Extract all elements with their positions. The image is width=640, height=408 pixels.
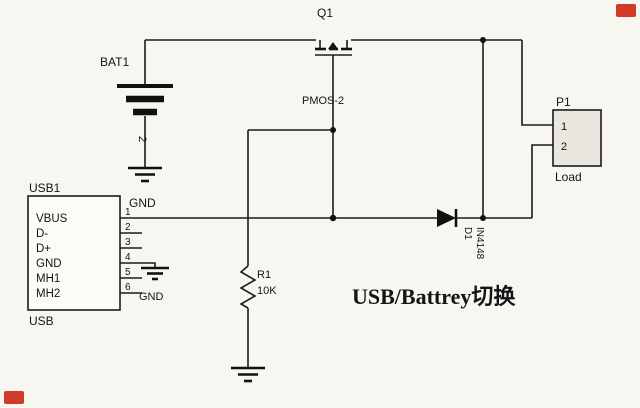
load-connector-body <box>552 109 602 167</box>
watermark-badge <box>4 391 24 404</box>
junction-dot <box>480 215 486 221</box>
mosfet-arrow <box>328 42 338 49</box>
usb-pin-number: 6 <box>125 282 131 293</box>
battery-symbol: BAT1 2 GND <box>100 55 173 210</box>
diode-ref-label: D1 <box>462 227 473 240</box>
usb-pin-number: 4 <box>125 252 131 263</box>
mosfet-symbol: Q1 PMOS-2 <box>302 6 352 107</box>
battery-gnd-label: GND <box>129 196 156 210</box>
usb-pin-name: MH1 <box>36 273 60 285</box>
usb-footer-label: USB <box>29 314 54 328</box>
usb-pin-number: 1 <box>125 207 131 218</box>
watermark-badge <box>616 4 636 17</box>
usb-pin-name: D+ <box>36 243 51 255</box>
load-pin1-label: 1 <box>561 121 567 133</box>
gate-net-label: PMOS-2 <box>302 95 344 107</box>
load-connector: P1 1 2 Load <box>552 95 602 184</box>
watermark-top-right <box>616 4 636 17</box>
ground-symbol-usb <box>141 266 169 281</box>
usb-pin-name: GND <box>36 258 62 270</box>
usb-connector: USB1 USB VBUS D- D+ GND MH1 MH2 1 2 3 4 … <box>27 181 169 328</box>
ground-symbol-resistor <box>231 366 265 383</box>
diode-symbol: D1 IN4148 <box>437 209 485 260</box>
resistor-value-label: 10K <box>257 285 277 297</box>
resistor-ref-label: R1 <box>257 269 271 281</box>
usb-pin-name: VBUS <box>36 213 68 225</box>
schematic-title: USB/Battrey切换 <box>352 284 516 309</box>
junction-dot <box>330 127 336 133</box>
resistor-symbol: R1 10K <box>231 265 277 383</box>
junction-dots <box>329 37 486 222</box>
resistor-zigzag <box>239 265 257 309</box>
usb-pin-name: MH2 <box>36 288 60 300</box>
battery-ref-label: BAT1 <box>100 55 129 69</box>
wire-to-load-pin2 <box>531 144 553 218</box>
usb-gnd-label: GND <box>139 291 164 303</box>
usb-pin-number: 2 <box>125 222 131 233</box>
load-ref-label: P1 <box>556 95 571 109</box>
junction-dot <box>329 214 337 222</box>
junction-dot <box>480 37 486 43</box>
battery-pin2-label: 2 <box>136 136 148 142</box>
ground-symbol-battery <box>128 166 162 183</box>
diode-triangle <box>437 209 456 227</box>
wire-stub-usbgnd <box>120 262 156 267</box>
usb-pin-number: 3 <box>125 237 131 248</box>
usb-connector-body <box>27 195 121 311</box>
usb-pin-number: 5 <box>125 267 131 278</box>
wire-to-load-pin1 <box>521 40 553 126</box>
usb-ref-label: USB1 <box>29 181 61 195</box>
watermark-bottom-left <box>4 391 24 404</box>
diode-part-label: IN4148 <box>474 227 485 260</box>
wires <box>120 39 553 368</box>
load-pin2-label: 2 <box>561 141 567 153</box>
load-name-label: Load <box>555 170 582 184</box>
mosfet-ref-label: Q1 <box>317 6 333 20</box>
usb-pin-name: D- <box>36 228 48 240</box>
